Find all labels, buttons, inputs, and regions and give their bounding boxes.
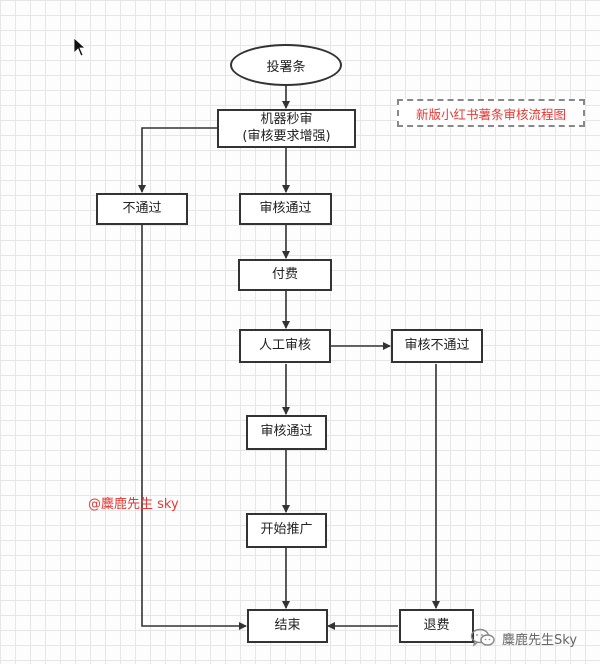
reject-node-label: 不通过	[122, 200, 162, 216]
manual-pass-label: 审核通过	[260, 424, 313, 440]
wechat-icon	[470, 628, 495, 647]
promote-node: 开始推广	[246, 513, 327, 548]
machine-review-label: 机器秒审	[260, 112, 313, 128]
pay-node: 付费	[238, 259, 332, 291]
brand-name: 麋鹿先生Sky	[502, 632, 578, 648]
pass-node: 审核通过	[239, 193, 332, 225]
watermark-text: @麋鹿先生 sky	[88, 497, 179, 512]
refund-node: 退费	[399, 609, 474, 643]
end-label: 结束	[274, 617, 301, 633]
diagram-title-note: 新版小红书薯条审核流程图	[397, 99, 585, 127]
pay-node-label: 付费	[271, 266, 298, 282]
refund-label: 退费	[423, 617, 450, 633]
end-node: 结束	[247, 609, 328, 643]
machine-review-node: 机器秒审 (审核要求增强)	[217, 109, 356, 148]
machine-review-sublabel: (审核要求增强)	[242, 128, 331, 144]
start-node-label: 投署条	[266, 59, 306, 75]
manual-reject-label: 审核不通过	[404, 337, 470, 353]
pass-node-label: 审核通过	[259, 200, 312, 216]
reject-node: 不通过	[96, 193, 188, 225]
manual-review-node: 人工审核	[239, 329, 331, 363]
arrow-reject-to-end	[141, 224, 247, 630]
mouse-pointer-icon	[73, 37, 87, 57]
brand-tag: 麋鹿先生Sky	[470, 628, 577, 648]
arrow-machine-to-reject	[138, 127, 217, 193]
manual-reject-node: 审核不通过	[391, 329, 483, 363]
watermark: @麋鹿先生 sky	[88, 493, 179, 512]
promote-label: 开始推广	[260, 522, 313, 538]
manual-pass-node: 审核通过	[246, 415, 327, 450]
diagram-title-text: 新版小红书薯条审核流程图	[415, 106, 566, 122]
start-node: 投署条	[230, 44, 342, 86]
manual-review-label: 人工审核	[258, 337, 311, 353]
